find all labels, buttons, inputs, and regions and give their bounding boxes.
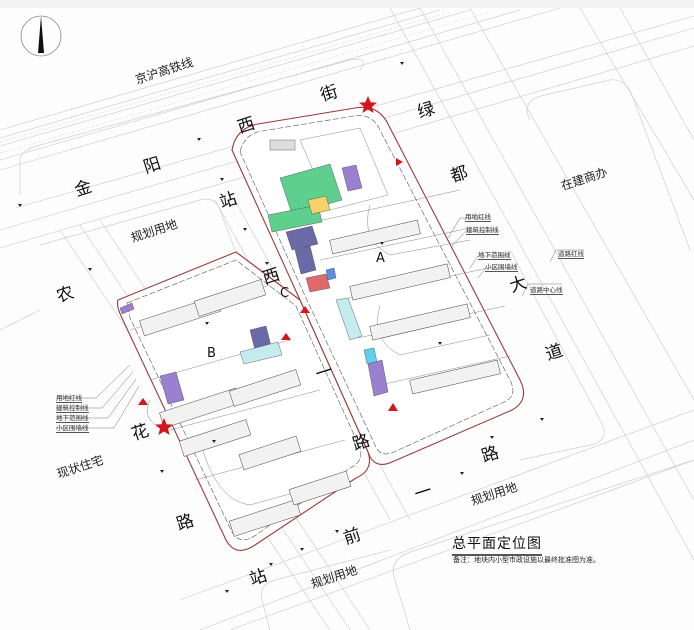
legend-road-red-line: 道路红线 <box>558 250 584 259</box>
star-marker-w <box>155 418 173 435</box>
north-arrow-icon <box>20 15 62 57</box>
map-title: 总平面定位图 <box>452 533 542 556</box>
legend-left-underground-line: 地下范围线 <box>56 414 89 423</box>
star-marker-ne <box>359 96 377 113</box>
top-strip <box>0 0 694 8</box>
legend-right-site-red-line: 用地红线 <box>465 213 491 222</box>
legend-left-site-red-line: 用地红线 <box>56 394 82 403</box>
legend-road-center-line: 道路中心线 <box>530 286 563 295</box>
block-label-c: C <box>280 286 290 301</box>
block-label-a: A <box>376 251 385 266</box>
legend-left-building-control-line: 建筑控制线 <box>56 404 89 413</box>
legend-right-building-control-line: 建筑控制线 <box>466 226 499 235</box>
legend-left-wall-line: 小区围墙线 <box>56 424 89 433</box>
map-note: 备注：地块内小型市政设施以最终批准图为准。 <box>453 556 600 564</box>
legend-right-underground-line: 地下范围线 <box>478 251 511 260</box>
legend-right-wall-line: 小区围墙线 <box>485 263 518 272</box>
block-label-b: B <box>207 346 216 361</box>
